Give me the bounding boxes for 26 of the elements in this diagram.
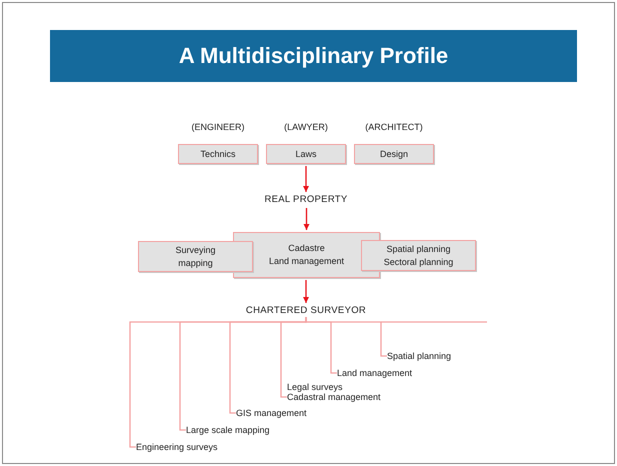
arrow xyxy=(303,166,309,192)
role-label: (LAWYER) xyxy=(284,122,328,132)
connector-line xyxy=(305,317,387,357)
branch-label: Land management xyxy=(337,368,412,378)
box-text: Laws xyxy=(295,148,316,160)
branch-label: Legal surveys Cadastral management xyxy=(287,382,381,402)
process-box xyxy=(361,240,476,271)
branch-label: Spatial planning xyxy=(387,351,452,361)
box-text: Surveying mapping xyxy=(174,244,217,270)
box-text: Land management xyxy=(268,255,344,268)
role-label: (ENGINEER) xyxy=(191,122,244,132)
branch-label: Engineering surveys xyxy=(136,442,218,452)
box-text: Design xyxy=(380,148,408,160)
heading-text: CHARTERED SURVEYOR xyxy=(216,305,396,317)
branch-label: Large scale mapping xyxy=(186,425,270,435)
arrow xyxy=(303,280,309,303)
box-text: Sectoral planning xyxy=(384,256,454,268)
box-text: Cadastre xyxy=(288,242,325,255)
role-label: (ARCHITECT) xyxy=(365,122,423,132)
box-text: Technics xyxy=(200,148,236,160)
title-banner: A Multidisciplinary Profile xyxy=(50,30,577,82)
box-text: Spatial planning xyxy=(386,242,451,256)
heading-text: REAL PROPERTY xyxy=(236,194,376,206)
branch-label: GIS management xyxy=(236,408,307,418)
process-box xyxy=(138,241,253,272)
arrow xyxy=(304,208,310,230)
